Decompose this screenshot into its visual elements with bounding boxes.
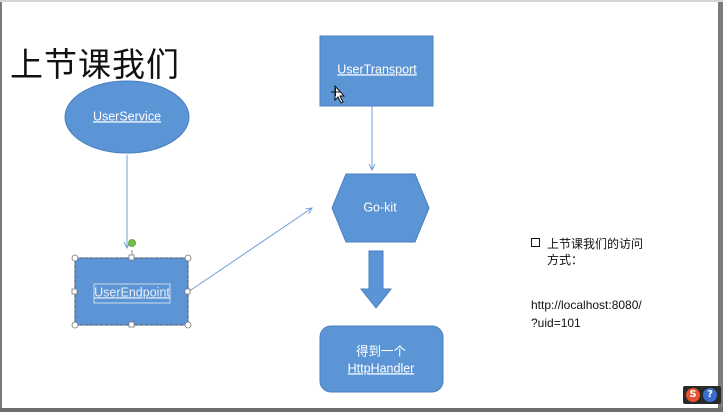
slide-canvas: 上节课我们 UserService UserEndpoint	[2, 2, 718, 408]
bullet-text-line1: 上节课我们的访问	[547, 237, 644, 251]
bottom-edge	[0, 408, 723, 412]
url-text: http://localhost:8080/ ?uid=101	[531, 296, 642, 332]
square-bullet-icon	[531, 238, 540, 247]
text-edit-box[interactable]	[93, 283, 171, 304]
sogou-ime-icon[interactable]: S	[686, 388, 700, 402]
window-top-edge	[0, 0, 723, 2]
result-label-line2: HttpHandler	[348, 361, 415, 375]
down-arrow-shape[interactable]	[359, 250, 393, 309]
user-transport-node[interactable]: UserTransport	[319, 35, 434, 107]
http-handler-node[interactable]: 得到一个 HttpHandler	[319, 325, 444, 393]
go-kit-label: Go-kit	[363, 200, 397, 214]
url-line1: http://localhost:8080/	[531, 298, 642, 312]
user-service-label: UserService	[93, 109, 161, 123]
help-icon[interactable]: ?	[703, 388, 717, 402]
url-line2: ?uid=101	[531, 316, 581, 330]
rotation-handle[interactable]	[128, 239, 136, 247]
bullet-text-line2: 方式：	[547, 253, 584, 267]
result-label-line1: 得到一个	[356, 343, 407, 358]
user-service-node[interactable]: UserService	[64, 80, 190, 154]
go-kit-node[interactable]: Go-kit	[331, 173, 430, 243]
arrow-endpoint-to-gokit	[187, 208, 312, 293]
mouse-cursor-icon	[331, 84, 346, 104]
bullet-point: 上节课我们的访问 方式：	[531, 236, 681, 268]
resize-handles[interactable]	[71, 254, 192, 329]
user-endpoint-label: UserEndpoint	[94, 285, 170, 299]
user-endpoint-node[interactable]: UserEndpoint	[71, 239, 192, 329]
slide-title: 上节课我们	[10, 45, 180, 84]
diagram: UserService UserEndpoint	[64, 35, 444, 393]
system-tray: S ?	[683, 386, 721, 404]
user-transport-label: UserTransport	[337, 62, 417, 76]
